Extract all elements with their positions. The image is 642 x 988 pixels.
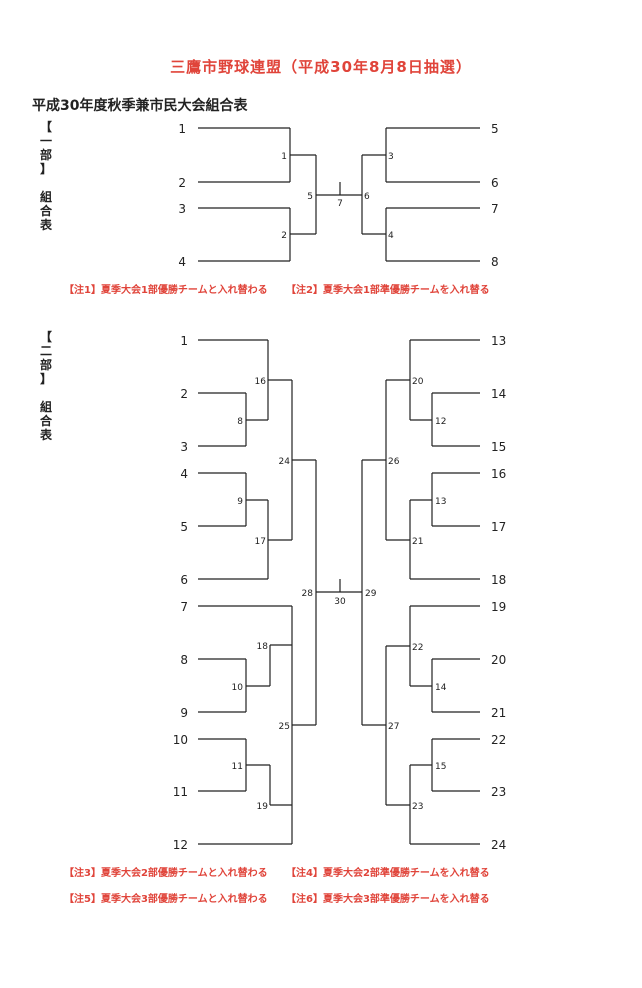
div2-right-team: 20 [491,653,506,667]
bracket-subtitle: 平成30年度秋季兼市民大会組合表 [32,98,248,114]
div2-right-team: 17 [491,520,506,534]
div2-game-number: 29 [365,589,377,599]
div1-game-number: 3 [388,152,394,162]
div1-game-number: 1 [281,152,287,162]
div2-game-number: 11 [232,762,243,772]
div2-game-number: 18 [257,642,269,652]
div1-right-team: 5 [491,122,499,136]
div2-game-number: 19 [257,802,269,812]
div2-left-team: 8 [180,653,188,667]
div1-game-number: 7 [337,199,343,209]
div2-game-number: 26 [388,457,400,467]
div2-left-team: 10 [173,733,188,747]
div2-game-number: 12 [435,417,446,427]
div1-right-team: 7 [491,202,499,216]
div2-left-team: 6 [180,573,188,587]
div2-game-number: 16 [255,377,267,387]
div2-game-number: 22 [412,643,423,653]
div2-right-team: 16 [491,467,506,481]
div2-game-number: 15 [435,762,446,772]
div2-right-team: 18 [491,573,506,587]
div2-game-number: 8 [237,417,243,427]
div2-left-team: 3 [180,440,188,454]
div2-left-team: 5 [180,520,188,534]
div1-left-team: 1 [178,122,186,136]
note-3: 【注3】夏季大会2部優勝チームと入れ替わる [64,868,268,879]
note-4: 【注4】夏季大会2部準優勝チームを入れ替る [286,868,490,879]
note-5: 【注5】夏季大会3部優勝チームと入れ替わる [64,894,268,905]
div2-left-team: 11 [173,785,188,799]
div1-game-number: 2 [281,231,287,241]
div2-left-team: 1 [180,334,188,348]
div2-left-team: 7 [180,600,188,614]
div2-game-number: 24 [279,457,291,467]
div2-left-team: 2 [180,387,188,401]
div2-right-team: 22 [491,733,506,747]
div2-game-number: 10 [232,683,244,693]
div2-left-team: 9 [180,706,188,720]
div2-right-team: 24 [491,838,506,852]
div2-game-number: 27 [388,722,399,732]
div2-right-team: 14 [491,387,506,401]
div1-left-team: 2 [178,176,186,190]
div2-right-team: 19 [491,600,506,614]
div1-left-team: 3 [178,202,186,216]
division1-label: 【一 部】 組合 表 [39,120,52,232]
note-2: 【注2】夏季大会1部準優勝チームを入れ替る [286,285,490,296]
div2-game-number: 13 [435,497,446,507]
note-6: 【注6】夏季大会3部準優勝チームを入れ替る [286,894,490,905]
div1-game-number: 4 [388,231,394,241]
div1-left-team: 4 [178,255,186,269]
div2-game-number: 30 [334,597,346,607]
div2-right-team: 15 [491,440,506,454]
div2-right-team: 23 [491,785,506,799]
div2-right-team: 21 [491,706,506,720]
div1-right-team: 6 [491,176,499,190]
div1-game-number: 6 [364,192,370,202]
div2-game-number: 25 [279,722,290,732]
div2-left-team: 4 [180,467,188,481]
div2-game-number: 28 [302,589,314,599]
div2-game-number: 9 [237,497,243,507]
div2-game-number: 23 [412,802,423,812]
div2-left-team: 12 [173,838,188,852]
div2-right-team: 13 [491,334,506,348]
div2-game-number: 20 [412,377,424,387]
div1-right-team: 8 [491,255,499,269]
div1-game-number: 5 [307,192,313,202]
div2-game-number: 21 [412,537,423,547]
note-1: 【注1】夏季大会1部優勝チームと入れ替わる [64,285,268,296]
div2-game-number: 14 [435,683,447,693]
division2-label: 【二 部】 組合 表 [39,330,52,442]
page-title: 三鷹市野球連盟（平成30年8月8日抽選） [170,58,472,76]
div2-game-number: 17 [255,537,266,547]
